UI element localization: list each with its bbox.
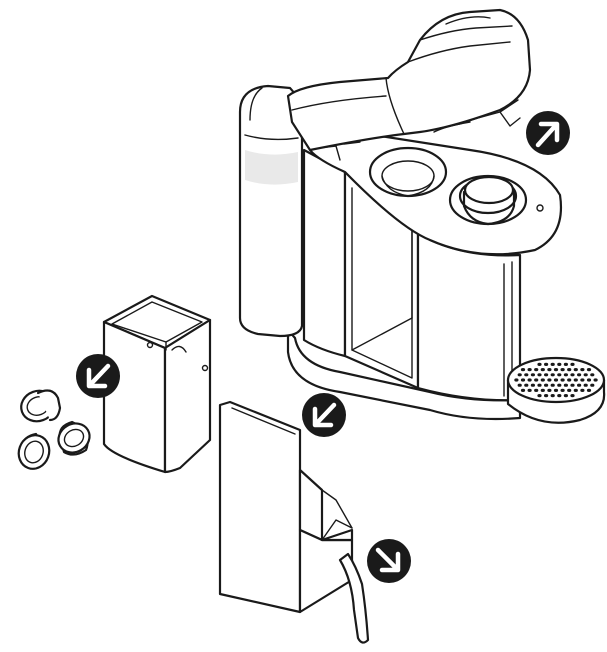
drip-hole xyxy=(550,362,555,366)
drip-hole xyxy=(520,368,526,372)
tray-remove-arrow xyxy=(302,393,346,437)
drip-hole xyxy=(534,388,539,392)
drip-hole xyxy=(580,378,585,382)
used-capsules xyxy=(17,389,91,470)
drip-hole xyxy=(544,373,549,377)
drip-hole xyxy=(517,383,522,387)
drip-hole xyxy=(534,368,539,372)
drip-hole xyxy=(570,373,575,377)
drip-hole xyxy=(524,373,529,377)
drip-hole xyxy=(557,383,562,387)
drip-hole xyxy=(517,373,522,377)
machine-lid xyxy=(286,8,532,152)
drip-hole xyxy=(567,368,572,372)
arrow-up-right-icon xyxy=(535,121,560,148)
drip-hole xyxy=(563,362,569,366)
drip-hole xyxy=(560,388,565,392)
drip-hole xyxy=(544,394,549,398)
drip-hole xyxy=(540,368,545,372)
drip-hole xyxy=(553,368,559,372)
drip-hole xyxy=(540,378,545,382)
drip-hole xyxy=(577,373,582,377)
drip-hole xyxy=(567,388,572,392)
drip-hole xyxy=(590,373,595,377)
drip-hole xyxy=(577,383,582,387)
drip-hole xyxy=(570,383,575,387)
drip-hole xyxy=(580,368,585,372)
drip-hole xyxy=(550,394,555,398)
arrow-down-left-icon xyxy=(312,402,337,428)
drip-hole xyxy=(527,368,532,372)
capsule-3 xyxy=(57,420,91,456)
drip-hole xyxy=(520,388,526,392)
drip-hole xyxy=(537,362,542,366)
drip-hole xyxy=(570,394,575,398)
arrow-down-right-icon xyxy=(375,547,401,573)
drip-hole xyxy=(537,394,542,398)
machine-body xyxy=(302,148,347,358)
drip-hole xyxy=(553,378,559,382)
capsule-container xyxy=(102,294,212,474)
drip-hole xyxy=(547,378,552,382)
drip-hole xyxy=(527,388,532,392)
drip-hole xyxy=(544,383,549,387)
drip-hole xyxy=(557,362,562,366)
coffee-head xyxy=(448,174,544,226)
drip-hole xyxy=(530,383,536,387)
capsule-1 xyxy=(20,389,62,423)
drip-hole xyxy=(547,368,552,372)
drip-hole xyxy=(593,378,598,382)
drip-hole xyxy=(563,383,569,387)
lid-open-arrow xyxy=(526,111,570,155)
drip-hole xyxy=(557,394,562,398)
capsule-2 xyxy=(17,432,51,470)
drip-hole xyxy=(590,383,595,387)
water-tank xyxy=(238,84,314,338)
drip-hole xyxy=(550,383,555,387)
drip-hole xyxy=(560,368,565,372)
drip-hole xyxy=(514,378,519,382)
drip-hole xyxy=(520,378,526,382)
drip-hole xyxy=(586,388,592,392)
water-stream xyxy=(338,552,370,644)
drip-hole xyxy=(560,378,565,382)
container-remove-arrow xyxy=(76,354,120,398)
drip-hole xyxy=(563,394,569,398)
drip-hole xyxy=(553,388,559,392)
drip-hole xyxy=(557,373,562,377)
drip-hole xyxy=(583,373,588,377)
drip-tray xyxy=(506,356,606,424)
drip-hole xyxy=(534,378,539,382)
drip-hole xyxy=(580,388,585,392)
drip-hole xyxy=(540,388,545,392)
drip-hole xyxy=(527,378,532,382)
drip-hole xyxy=(537,383,542,387)
drip-hole xyxy=(547,388,552,392)
empty-water-arrow xyxy=(367,539,411,583)
drip-hole xyxy=(570,362,575,366)
drip-tray-stand xyxy=(218,400,354,614)
drip-hole xyxy=(530,373,536,377)
drip-hole xyxy=(524,383,529,387)
arrow-down-left-icon xyxy=(86,363,111,389)
drip-hole xyxy=(573,378,578,382)
drip-hole xyxy=(544,362,549,366)
drip-hole xyxy=(563,373,569,377)
drip-hole xyxy=(573,388,578,392)
drip-hole xyxy=(583,383,588,387)
drip-hole xyxy=(573,368,578,372)
drip-hole xyxy=(586,378,592,382)
coffee-machine xyxy=(238,8,606,424)
drip-hole xyxy=(550,373,555,377)
drip-hole xyxy=(537,373,542,377)
drip-hole xyxy=(586,368,592,372)
drip-hole xyxy=(567,378,572,382)
